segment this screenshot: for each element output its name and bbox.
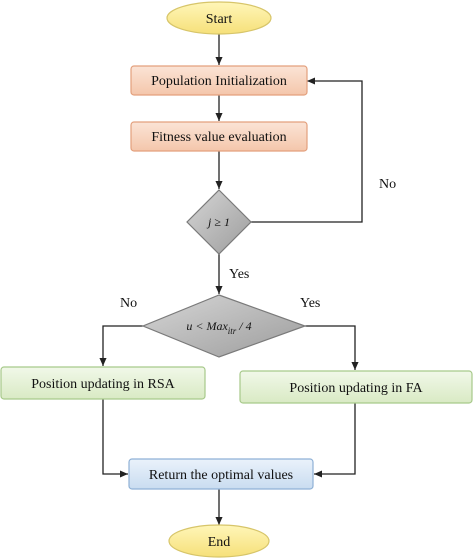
position-fa-box: Position updating in FA: [239, 370, 473, 404]
decision-u-label: u < Maxitr / 4: [186, 319, 251, 336]
position-fa-label: Position updating in FA: [289, 381, 423, 396]
decision-j-diamond: j ≥ 1: [186, 189, 252, 255]
label-no-u: No: [120, 296, 137, 311]
end-label: End: [208, 535, 231, 550]
decision-j-label: j ≥ 1: [206, 215, 230, 229]
arrow-decision-u-yes-to-fa: [305, 325, 359, 370]
decision-u-prefix: u < Max: [186, 319, 228, 333]
arrow-rsa-to-return: [102, 399, 128, 478]
return-optimal-label: Return the optimal values: [149, 468, 293, 483]
label-no-loop: No: [379, 177, 396, 192]
start-terminal: Start: [166, 1, 272, 35]
fitness-eval-label: Fitness value evaluation: [151, 130, 286, 145]
population-init-label: Population Initialization: [151, 74, 287, 89]
arrow-fa-to-return: [314, 403, 356, 478]
start-label: Start: [206, 12, 233, 27]
arrow-decision-u-no-to-rsa: [99, 325, 143, 366]
decision-u-diamond: u < Maxitr / 4: [141, 294, 307, 358]
population-init-box: Population Initialization: [130, 65, 308, 96]
end-terminal: End: [168, 524, 270, 558]
connectors: [99, 34, 363, 525]
fitness-eval-box: Fitness value evaluation: [130, 121, 308, 152]
arrow-decision-j-no-loop: [251, 77, 363, 223]
label-yes-u: Yes: [300, 296, 320, 311]
decision-u-suffix: / 4: [236, 319, 251, 333]
decision-u-subscript: itr: [228, 326, 237, 336]
position-rsa-label: Position updating in RSA: [31, 377, 175, 392]
position-rsa-box: Position updating in RSA: [0, 366, 206, 400]
label-yes-j: Yes: [229, 267, 249, 282]
return-optimal-box: Return the optimal values: [128, 458, 314, 490]
